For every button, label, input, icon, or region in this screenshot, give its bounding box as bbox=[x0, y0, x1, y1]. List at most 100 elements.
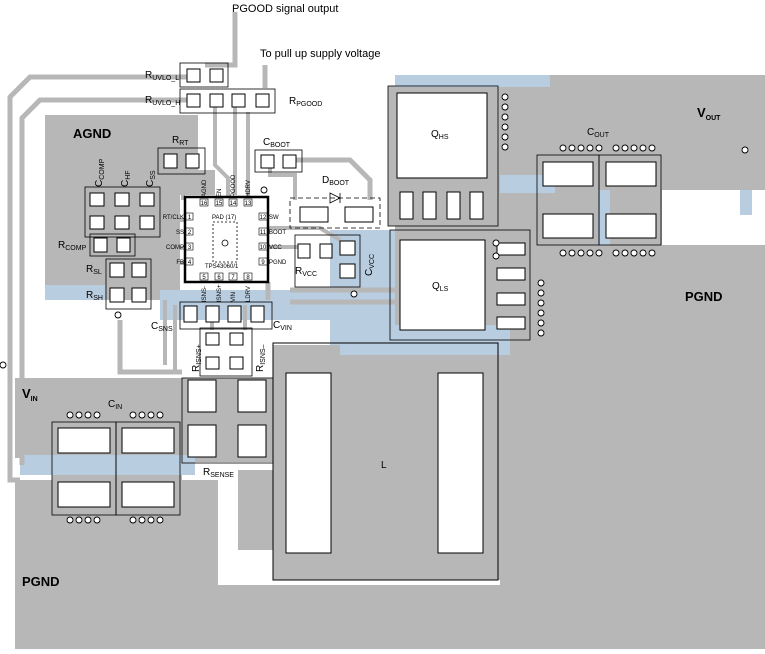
ccomp-pad bbox=[89, 192, 105, 207]
ic-pin-name: HDRV bbox=[246, 180, 252, 197]
via bbox=[147, 516, 155, 524]
via bbox=[648, 249, 656, 257]
ccomp-pad bbox=[89, 215, 105, 230]
ic-pin-number: 14 bbox=[230, 201, 237, 207]
qhs-label: QHS bbox=[431, 129, 449, 141]
ruvlo-h-label: RUVLO_H bbox=[145, 95, 180, 107]
csns-label: CSNS bbox=[151, 321, 173, 333]
ic-pin-number: 15 bbox=[216, 201, 223, 207]
rsl-pad bbox=[109, 262, 125, 278]
ic-pin-name: SS bbox=[176, 230, 184, 236]
cvin-label: CVIN bbox=[273, 320, 292, 332]
pgnd-pour-right-lower bbox=[500, 245, 765, 649]
ic-pin-name: RT/CLK bbox=[163, 215, 184, 221]
via bbox=[537, 289, 545, 297]
via bbox=[84, 516, 92, 524]
via bbox=[75, 516, 83, 524]
ic-pin-name: VCC bbox=[269, 245, 282, 251]
via bbox=[350, 290, 358, 298]
ic-pin-top bbox=[214, 198, 224, 207]
rsh-label: RSH bbox=[86, 290, 103, 302]
chf-label: CHF bbox=[120, 170, 132, 187]
cin-label: CIN bbox=[108, 399, 122, 411]
cvin-pad bbox=[250, 305, 265, 323]
css-pad bbox=[139, 215, 155, 230]
agnd-label: AGND bbox=[73, 126, 111, 141]
rsl-label: RSL bbox=[86, 264, 102, 276]
cout-pad bbox=[542, 161, 594, 187]
ruvlo-l-pad bbox=[209, 68, 224, 83]
ic-pin-left bbox=[185, 212, 194, 221]
via bbox=[501, 93, 509, 101]
ic-pin-number: 10 bbox=[260, 245, 267, 251]
ic-pin-number: 13 bbox=[245, 201, 252, 207]
ic-pin-right bbox=[258, 212, 268, 221]
pgood-signal-annotation: PGOOD signal output bbox=[232, 3, 338, 15]
cboot-pad bbox=[260, 154, 275, 169]
via bbox=[114, 311, 122, 319]
ic-pin-number: 2 bbox=[188, 230, 192, 236]
via bbox=[630, 144, 638, 152]
copper-pours bbox=[15, 75, 765, 649]
via bbox=[586, 144, 594, 152]
via bbox=[559, 249, 567, 257]
ic-pin-number: 3 bbox=[188, 245, 192, 251]
cvcc-pad bbox=[339, 263, 356, 279]
via bbox=[66, 411, 74, 419]
rcomp-pad bbox=[93, 237, 108, 253]
chf-pad bbox=[114, 192, 130, 207]
qls-label: QLS bbox=[432, 281, 449, 293]
via bbox=[501, 113, 509, 121]
qhs-pin bbox=[399, 191, 414, 220]
via bbox=[156, 411, 164, 419]
via bbox=[537, 309, 545, 317]
cout-pad bbox=[542, 213, 594, 239]
rsh-pad bbox=[109, 287, 125, 303]
inductor-pad bbox=[437, 372, 484, 554]
rcomp-pad bbox=[116, 237, 131, 253]
vout-label: VOUT bbox=[697, 105, 721, 122]
rsense-pad bbox=[237, 424, 267, 458]
ruvlo-h-pad bbox=[209, 93, 224, 108]
via bbox=[612, 144, 620, 152]
cout-label: COUT bbox=[587, 127, 610, 139]
cboot-label: CBOOT bbox=[263, 137, 291, 149]
ruvlo-l-pad bbox=[186, 68, 201, 83]
via bbox=[501, 143, 509, 151]
qhs-tab bbox=[396, 92, 488, 179]
via bbox=[577, 144, 585, 152]
via bbox=[138, 411, 146, 419]
via bbox=[501, 123, 509, 131]
via bbox=[639, 249, 647, 257]
rsns-plus-pad bbox=[205, 356, 220, 370]
via bbox=[577, 249, 585, 257]
ic-pin-name: SW bbox=[269, 215, 279, 221]
qls-tab bbox=[399, 239, 486, 331]
ic-pin-number: 7 bbox=[231, 275, 235, 281]
qhs-pin bbox=[469, 191, 484, 220]
css-label: CSS bbox=[145, 170, 157, 187]
via bbox=[147, 411, 155, 419]
ruvlo-h-pad bbox=[186, 93, 201, 108]
rvcc-label: RVCC bbox=[295, 266, 317, 278]
rsense-pad bbox=[237, 379, 267, 413]
qls-pin bbox=[496, 242, 526, 256]
ic-part-label: TPS43060/1 bbox=[205, 264, 239, 270]
cboot-pad bbox=[282, 154, 297, 169]
ic-pin-name: COMP bbox=[166, 245, 184, 251]
ic-pin-number: 8 bbox=[246, 275, 250, 281]
via bbox=[129, 516, 137, 524]
ic-pin-number: 5 bbox=[202, 275, 206, 281]
pgnd-left-label: PGND bbox=[22, 574, 60, 589]
chf-pad bbox=[114, 215, 130, 230]
rpgood-label: RPGOOD bbox=[289, 96, 322, 108]
via bbox=[501, 133, 509, 141]
via bbox=[612, 249, 620, 257]
via bbox=[537, 279, 545, 287]
via bbox=[559, 144, 567, 152]
components bbox=[51, 62, 662, 581]
via bbox=[84, 411, 92, 419]
inductor-label: L bbox=[381, 460, 387, 471]
